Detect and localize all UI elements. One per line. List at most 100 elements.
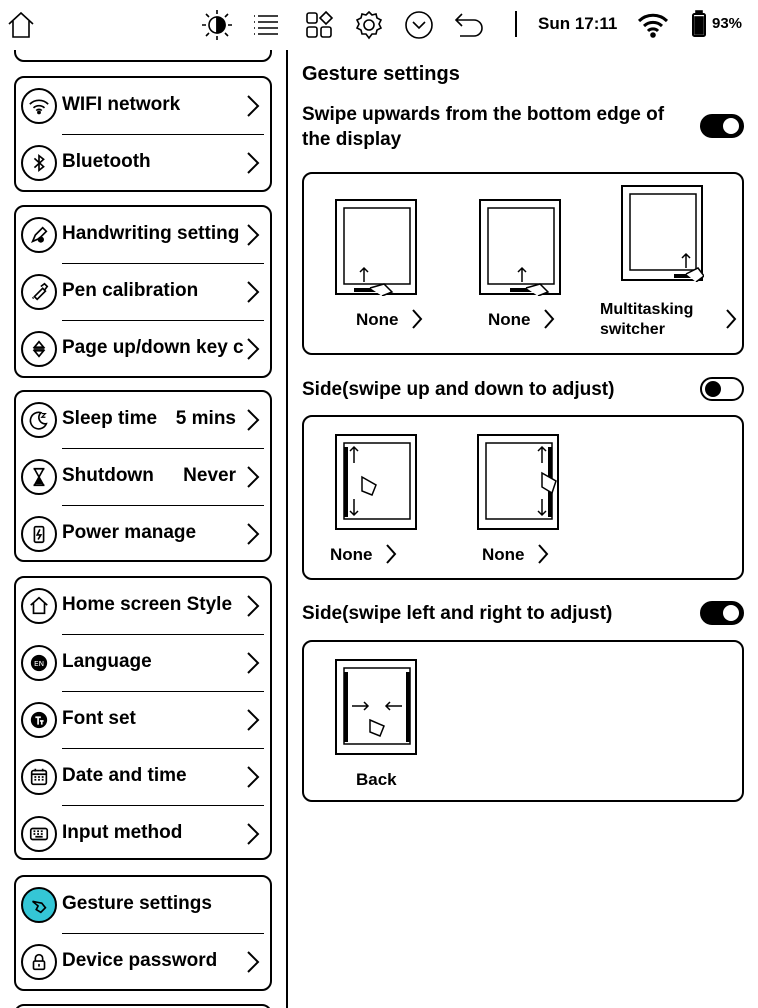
chevron-right-icon [244, 521, 262, 547]
divider [62, 805, 264, 806]
sidebar-group-display: Home screen Style EN Language Font set D… [14, 576, 272, 860]
status-separator [515, 11, 517, 37]
side-horizontal-option-1[interactable]: Back [326, 658, 426, 798]
apps-icon[interactable] [302, 8, 336, 42]
sidebar-item-wifi[interactable]: WIFI network [16, 78, 270, 135]
menu-icon[interactable] [250, 8, 284, 42]
sidebar-item-label: Font set [62, 708, 136, 729]
section-title-bottom-swipe: Swipe upwards from the bottom edge of th… [302, 104, 665, 150]
divider [62, 448, 264, 449]
refresh-mode-icon[interactable] [200, 8, 234, 42]
page-key-icon [21, 331, 57, 367]
sidebar-item-font-set[interactable]: Font set [16, 692, 270, 749]
sidebar-item-shutdown[interactable]: Shutdown Never [16, 449, 270, 506]
wifi-icon [21, 88, 57, 124]
side-vertical-option-1[interactable]: None [326, 433, 426, 573]
side-vertical-toggle[interactable] [700, 377, 744, 401]
divider [62, 634, 264, 635]
chevron-right-icon [384, 543, 398, 565]
sidebar-item-bluetooth[interactable]: Bluetooth [16, 135, 270, 192]
chevron-right-icon [244, 464, 262, 490]
chevron-right-icon [244, 650, 262, 676]
divider [62, 263, 264, 264]
side-vertical-option-2[interactable]: None [468, 433, 568, 573]
chevron-right-icon [542, 308, 556, 330]
page-title: Gesture settings [302, 63, 460, 85]
sidebar-group-connectivity: WIFI network Bluetooth [14, 76, 272, 192]
sidebar-item-power-manage[interactable]: Power manage [16, 506, 270, 563]
option-label: Multitasking switcher [600, 301, 694, 338]
home-icon[interactable] [4, 8, 38, 42]
sidebar-group-partial-bottom [14, 1004, 272, 1008]
divider [62, 134, 264, 135]
sidebar-group-power: Sleep time 5 mins Shutdown Never Power m… [14, 390, 272, 562]
pen-calibration-icon [21, 274, 57, 310]
wifi-icon[interactable] [636, 8, 670, 42]
side-vertical-options: None None [302, 415, 744, 580]
sleep-time-value: 5 mins [175, 408, 236, 429]
sidebar-item-device-password[interactable]: Device password [16, 934, 270, 991]
divider [62, 933, 264, 934]
side-horizontal-options: Back [302, 640, 744, 802]
option-label: None [482, 545, 525, 564]
chevron-right-icon [244, 593, 262, 619]
sidebar-item-label: Bluetooth [62, 151, 151, 172]
bottom-swipe-option-2[interactable]: None [472, 194, 572, 334]
chevron-right-icon [244, 764, 262, 790]
status-bar: Sun 17:11 93% [0, 0, 758, 50]
section-title-side-horizontal: Side(swipe left and right to adjust) [302, 603, 613, 624]
device-illustration [478, 198, 562, 297]
sidebar-group-partial [14, 50, 272, 62]
sidebar-item-handwriting[interactable]: Handwriting setting [16, 207, 270, 264]
sidebar-item-sleep-time[interactable]: Sleep time 5 mins [16, 392, 270, 449]
sidebar-item-gesture-settings[interactable]: Gesture settings [16, 877, 270, 934]
chevron-right-icon [244, 93, 262, 119]
language-icon: EN [21, 645, 57, 681]
sidebar-item-label: Device password [62, 950, 218, 971]
sidebar-item-label: Shutdown [62, 465, 154, 486]
gesture-icon [21, 887, 57, 923]
sidebar-item-label: Input method [62, 822, 183, 843]
calendar-icon [21, 759, 57, 795]
battery-icon [688, 8, 710, 42]
sidebar-item-label: Language [62, 651, 152, 672]
settings-icon[interactable] [352, 8, 386, 42]
chevron-right-icon [244, 336, 262, 362]
sidebar-item-language[interactable]: EN Language [16, 635, 270, 692]
bottom-swipe-option-1[interactable]: None [328, 194, 428, 334]
sidebar-item-date-time[interactable]: Date and time [16, 749, 270, 806]
sidebar-item-input-method[interactable]: Input method [16, 806, 270, 863]
sidebar-item-page-key[interactable]: Page up/down key c [16, 321, 270, 378]
bottom-swipe-toggle[interactable] [700, 114, 744, 138]
hourglass-icon [21, 459, 57, 495]
divider [62, 691, 264, 692]
sidebar-item-label: Pen calibration [62, 280, 199, 301]
sidebar-item-label: Handwriting setting [62, 223, 240, 244]
sidebar-item-pen-calibration[interactable]: Pen calibration [16, 264, 270, 321]
settings-sidebar: WIFI network Bluetooth Handwriting setti… [0, 50, 288, 1008]
chevron-right-icon [410, 308, 424, 330]
chevron-right-icon [244, 150, 262, 176]
bluetooth-icon [21, 145, 57, 181]
bottom-swipe-option-3[interactable]: Multitasking switcher [600, 184, 744, 344]
side-horizontal-toggle[interactable] [700, 601, 744, 625]
sidebar-item-label: Gesture settings [62, 893, 212, 914]
chevron-right-icon [244, 949, 262, 975]
back-icon[interactable] [452, 8, 486, 42]
sidebar-item-label: Home screen Style [62, 594, 233, 615]
lock-icon [21, 944, 57, 980]
sidebar-item-home-screen-style[interactable]: Home screen Style [16, 578, 270, 635]
option-label: None [488, 310, 531, 329]
language-badge: EN [34, 659, 44, 668]
device-illustration [620, 184, 706, 283]
chevron-right-icon [724, 308, 738, 330]
option-label: None [356, 310, 399, 329]
sidebar-item-label: Page up/down key c [62, 337, 244, 358]
sidebar-item-label: Sleep time [62, 408, 158, 429]
bottom-swipe-options: None None Multitasking switcher [302, 172, 744, 355]
sidebar-group-pen: Handwriting setting Pen calibration Page… [14, 205, 272, 378]
power-icon [21, 516, 57, 552]
device-illustration [476, 433, 560, 531]
sidebar-item-label: Date and time [62, 765, 187, 786]
dropdown-icon[interactable] [402, 8, 436, 42]
